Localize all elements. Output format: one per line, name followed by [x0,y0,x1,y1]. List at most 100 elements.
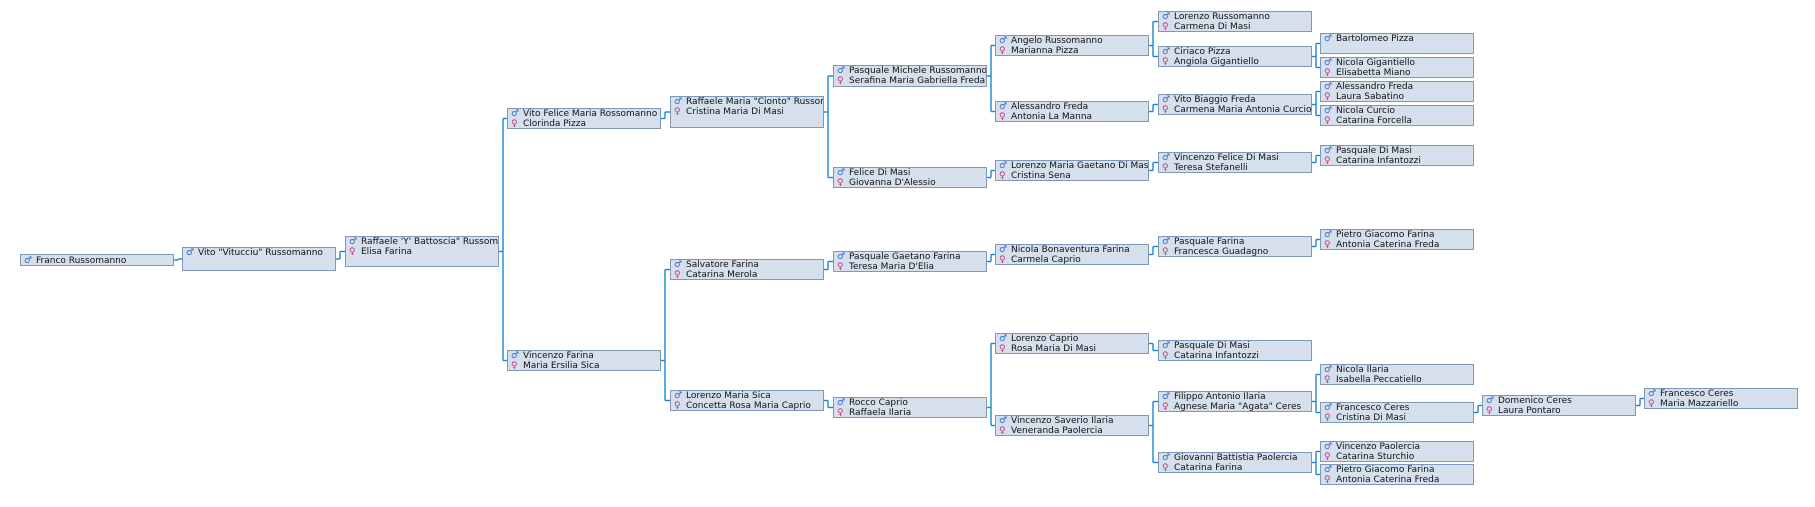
person-box[interactable]: ♂Vito Biaggio Freda♀Carmena Maria Antoni… [1158,94,1312,115]
person-box[interactable]: ♂Pietro Giacomo Farina♀Antonia Caterina … [1320,464,1474,485]
male-icon: ♂ [1162,153,1171,163]
person-box[interactable]: ♂Vincenzo Felice Di Masi♀Teresa Stefanel… [1158,152,1312,173]
father-line: ♂Raffaele Maria "Cionto" Russomanno [674,97,823,107]
mother-name: Antonia Caterina Freda [1336,240,1440,250]
person-box[interactable]: ♂Alessandro Freda♀Antonia La Manna [995,101,1149,122]
mother-line: ♀Laura Sabatino [1324,92,1473,101]
person-box[interactable]: ♂Franco Russomanno [20,254,174,266]
mother-line: ♀Carmena Maria Antonia Curcio [1162,105,1311,114]
mother-line: ♀ Marianna Pizza [999,46,1148,56]
mother-line: ♀Catarina Infantozzi [1162,351,1311,361]
father-name: Pietro Giacomo Farina [1336,465,1435,475]
male-icon: ♂ [1324,442,1333,452]
mother-line: ♀ Isabella Peccatiello [1324,375,1473,385]
person-box[interactable]: ♂Lorenzo Maria Gaetano Di Masi♀Cristina … [995,160,1149,181]
person-box[interactable]: ♂Domenico Ceres♀Laura Pontaro [1482,395,1636,416]
father-line: ♂Domenico Ceres [1486,396,1635,406]
male-icon: ♂ [999,102,1008,112]
mother-line: ♀Clorinda Pizza [511,119,660,128]
female-icon: ♀ [999,112,1006,122]
person-box[interactable]: ♂Pietro Giacomo Farina♀Antonia Caterina … [1320,229,1474,250]
person-box[interactable]: ♂Pasquale Di Masi♀Catarina Infantozzi [1320,145,1474,166]
person-box[interactable]: ♂Raffaele Maria "Cionto" Russomanno♀Cris… [670,96,824,128]
person-box[interactable]: ♂Angelo Russomanno♀Marianna Pizza [995,35,1149,56]
father-line: ♂Lorenzo Maria Sica [674,391,823,401]
person-box[interactable]: ♂Pasquale Gaetano Farina♀Teresa Maria D'… [833,251,987,272]
mother-line: ♀Agnese Maria "Agata" Ceres [1162,402,1311,411]
male-icon: ♂ [1162,341,1171,351]
mother-line: ♀Raffaela Ilaria [837,408,986,417]
person-box[interactable]: ♂Bartolomeo Pizza [1320,33,1474,54]
person-box[interactable]: ♂Lorenzo Maria Sica♀Concetta Rosa Maria … [670,390,824,411]
person-box[interactable]: ♂Filippo Antonio Ilaria♀Agnese Maria "Ag… [1158,391,1312,412]
father-line: ♂Raffaele 'Y' Battoscia" Russomanno [349,237,498,247]
father-name: Pietro Giacomo Farina [1336,230,1435,240]
person-box[interactable]: ♂Francesco Ceres♀Cristina Di Masi [1320,402,1474,423]
mother-line: ♀Teresa Stefanelli [1162,163,1311,172]
father-line: ♂Vito "Vitucciu" Russomanno [186,248,335,258]
person-box[interactable]: ♂Nicola Gigantiello♀Elisabetta Miano [1320,57,1474,78]
person-box[interactable]: ♂Vincenzo Saverio Ilaria♀Veneranda Paole… [995,415,1149,436]
male-icon: ♂ [1324,230,1333,240]
person-box[interactable]: ♂Vincenzo Farina♀Maria Ersilia Sica [507,350,661,371]
mother-line: ♀Catarina Merola [674,270,823,279]
mother-name: Antonia La Manna [1011,112,1093,122]
person-box[interactable]: ♂Vito "Vitucciu" Russomanno [182,247,336,271]
mother-name: Antonia Caterina Freda [1336,475,1440,485]
mother-name: Isabella Peccatiello [1336,375,1422,385]
person-box[interactable]: ♂Rocco Caprio♀Raffaela Ilaria [833,397,987,418]
person-box[interactable]: ♂Raffaele 'Y' Battoscia" Russomanno♀Elis… [345,236,499,267]
father-line: ♂Pasquale Michele Russomanno [837,66,986,76]
person-box[interactable]: ♂Pasquale Di Masi♀Catarina Infantozzi [1158,340,1312,361]
person-box[interactable]: ♂Vito Felice Maria Rossomanno♀Clorinda P… [507,108,661,129]
father-name: Pasquale Gaetano Farina [849,252,961,262]
female-icon: ♀ [1486,406,1493,416]
father-line: ♂Filippo Antonio Ilaria [1162,392,1311,402]
person-box[interactable]: ♂Vincenzo Paolercia♀Catarina Sturchio [1320,441,1474,462]
mother-line: ♀Teresa Maria D'Elia [837,262,986,271]
mother-line: ♀Rosa Maria Di Masi [999,344,1148,353]
male-icon: ♂ [1324,82,1333,92]
father-name: Vito Biaggio Freda [1174,95,1256,105]
mother-line: ♀Cristina Sena [999,171,1148,180]
person-box[interactable]: ♂Lorenzo Caprio♀Rosa Maria Di Masi [995,333,1149,354]
mother-line: ♀Elisa Farina [349,247,498,257]
mother-line: ♀Cristina Maria Di Masi [674,107,823,117]
person-box[interactable]: ♂Nicola Bonaventura Farina♀Carmela Capri… [995,244,1149,265]
person-box[interactable]: ♂Nicola Ilaria♀Isabella Peccatiello [1320,364,1474,385]
mother-name: Maria Mazzariello [1660,399,1739,409]
mother-line: ♀Carmena Di Masi [1162,22,1311,31]
person-box[interactable]: ♂Francesco Ceres♀Maria Mazzariello [1644,388,1798,409]
father-name: Vito Felice Maria Rossomanno [523,109,658,119]
father-name: Pasquale Di Masi [1336,146,1412,156]
father-line: ♂Pasquale Di Masi [1324,146,1473,156]
mother-name: Francesca Guadagno [1174,247,1269,257]
female-icon: ♀ [999,46,1006,56]
mother-name: Maria Ersilia Sica [523,361,600,371]
mother-line: ♀Catarina Forcella [1324,116,1473,125]
person-box[interactable]: ♂Ciriaco Pizza♀Angiola Gigantiello [1158,46,1312,67]
father-name: Pasquale Di Masi [1174,341,1250,351]
father-line: ♂Ciriaco Pizza [1162,47,1311,57]
mother-name: Cristina Maria Di Masi [686,107,784,117]
person-box[interactable]: ♂Lorenzo Russomanno♀Carmena Di Masi [1158,11,1312,32]
person-box[interactable]: ♂Alessandro Freda♀Laura Sabatino [1320,81,1474,102]
person-box[interactable]: ♂Felice Di Masi♀Giovanna D'Alessio [833,167,987,188]
mother-name: Carmela Caprio [1011,255,1081,265]
female-icon: ♀ [511,361,518,371]
person-box[interactable]: ♂Pasquale Michele Russomanno♀Serafina Ma… [833,65,987,87]
person-box[interactable]: ♂Salvatore Farina♀Catarina Merola [670,259,824,280]
mother-name: Marianna Pizza [1011,46,1079,56]
father-line: ♂Pasquale Gaetano Farina [837,252,986,262]
female-icon: ♀ [1324,156,1331,166]
mother-line: ♀Antonia Caterina Freda [1324,475,1473,485]
person-box[interactable]: ♂Pasquale Farina♀Francesca Guadagno [1158,236,1312,257]
person-box[interactable]: ♂Nicola Curcio♀Catarina Forcella [1320,105,1474,126]
mother-line: ♀ Antonia La Manna [999,112,1148,122]
female-icon: ♀ [1324,375,1331,385]
mother-name: Cristina Di Masi [1336,413,1407,423]
female-icon: ♀ [1162,351,1169,361]
father-line: ♂Giovanni Battistia Paolercia [1162,453,1311,463]
person-box[interactable]: ♂Giovanni Battistia Paolercia♀Catarina F… [1158,452,1312,473]
